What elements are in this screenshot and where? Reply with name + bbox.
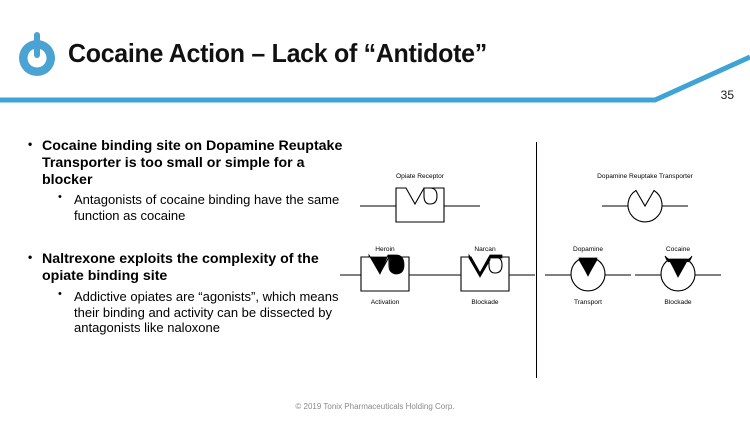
bullet-heading-2: Naltrexone exploits the complexity of th… <box>26 250 346 285</box>
bullet-sub-2: Addictive opiates are “agonists”, which … <box>56 288 346 336</box>
page-number: 35 <box>720 88 734 102</box>
diagram-column-divider <box>536 142 537 378</box>
bullet-heading-1: Cocaine binding site on Dopamine Reuptak… <box>26 137 346 188</box>
dat-cocaine <box>635 255 721 292</box>
header-accent-rule <box>0 54 750 103</box>
opiate-receptor-unbound <box>360 187 480 223</box>
dat-dopamine <box>545 257 631 292</box>
narcan-outcome-label: Blockade <box>471 299 498 306</box>
page-title: Cocaine Action – Lack of “Antidote” <box>68 38 487 68</box>
heroin-outcome-label: Activation <box>371 299 400 306</box>
tonix-power-logo-icon <box>19 32 55 76</box>
opiate-receptor-narcan <box>435 253 535 292</box>
dopamine-label: Dopamine <box>573 246 603 253</box>
opiate-receptor-label: Opiate Receptor <box>396 173 445 180</box>
bullet-sub-1: Antagonists of cocaine binding have the … <box>56 191 346 223</box>
cocaine-label: Cocaine <box>666 246 691 253</box>
body-content: Cocaine binding site on Dopamine Reuptak… <box>26 137 346 336</box>
block-spacer <box>26 223 346 251</box>
receptor-diagram: Opiate Receptor Heroin Activation Narcan… <box>340 173 721 306</box>
copyright-footer: © 2019 Tonix Pharmaceuticals Holding Cor… <box>295 402 455 411</box>
dat-unbound <box>602 189 688 223</box>
cocaine-outcome-label: Blockade <box>664 299 691 306</box>
heroin-label: Heroin <box>375 246 395 253</box>
dopamine-outcome-label: Transport <box>574 299 602 306</box>
narcan-label: Narcan <box>474 246 496 253</box>
opiate-receptor-heroin <box>340 253 435 292</box>
dat-label: Dopamine Reuptake Transporter <box>597 173 693 180</box>
